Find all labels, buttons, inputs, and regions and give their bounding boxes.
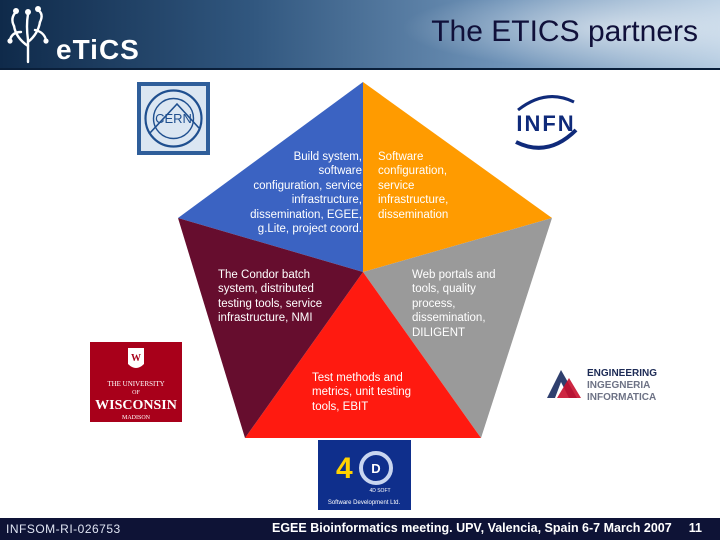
slide-title: The ETICS partners bbox=[431, 15, 698, 48]
segment-wisconsin bbox=[178, 218, 363, 438]
svg-text:WISCONSIN: WISCONSIN bbox=[95, 398, 177, 413]
segment-engineering bbox=[363, 218, 552, 438]
svg-text:eTiCS: eTiCS bbox=[56, 34, 140, 65]
svg-text:CERN: CERN bbox=[155, 111, 192, 126]
svg-text:INFORMATICA: INFORMATICA bbox=[587, 392, 656, 403]
infn-logo: INFN bbox=[515, 95, 578, 150]
svg-text:MADISON: MADISON bbox=[122, 415, 151, 421]
svg-text:INFN: INFN bbox=[516, 111, 575, 136]
engineering-logo: ENGINEERING INGEGNERIA INFORMATICA bbox=[547, 368, 657, 403]
segment-infn bbox=[363, 82, 552, 272]
cern-logo: CERN bbox=[137, 82, 210, 155]
segment-foursoft bbox=[245, 272, 481, 438]
svg-text:4: 4 bbox=[336, 452, 353, 485]
svg-text:OF: OF bbox=[132, 390, 140, 396]
foursoft-logo: 4 D 4D SOFT Software Development Ltd. bbox=[318, 440, 411, 510]
svg-text:THE UNIVERSITY: THE UNIVERSITY bbox=[107, 380, 164, 388]
svg-text:W: W bbox=[131, 353, 141, 364]
svg-text:Software Development Ltd.: Software Development Ltd. bbox=[328, 500, 401, 506]
page-number: 11 bbox=[688, 521, 702, 535]
project-id: INFSOM-RI-026753 bbox=[6, 522, 121, 536]
svg-text:ENGINEERING: ENGINEERING bbox=[587, 368, 657, 379]
svg-text:INGEGNERIA: INGEGNERIA bbox=[587, 380, 650, 391]
svg-text:D: D bbox=[371, 461, 380, 476]
header-divider bbox=[0, 68, 720, 70]
header-glow bbox=[400, 0, 720, 70]
event-info: EGEE Bioinformatics meeting. UPV, Valenc… bbox=[272, 521, 672, 535]
etics-logo: eTiCS bbox=[7, 6, 140, 65]
wisconsin-logo: W THE UNIVERSITY OF WISCONSIN MADISON bbox=[90, 342, 182, 422]
footer-bar: INFSOM-RI-026753 EGEE Bioinformatics mee… bbox=[0, 518, 720, 540]
segment-cern bbox=[178, 82, 363, 272]
header-band: eTiCS The ETICS partners bbox=[0, 0, 720, 70]
svg-text:4D SOFT: 4D SOFT bbox=[369, 488, 390, 494]
